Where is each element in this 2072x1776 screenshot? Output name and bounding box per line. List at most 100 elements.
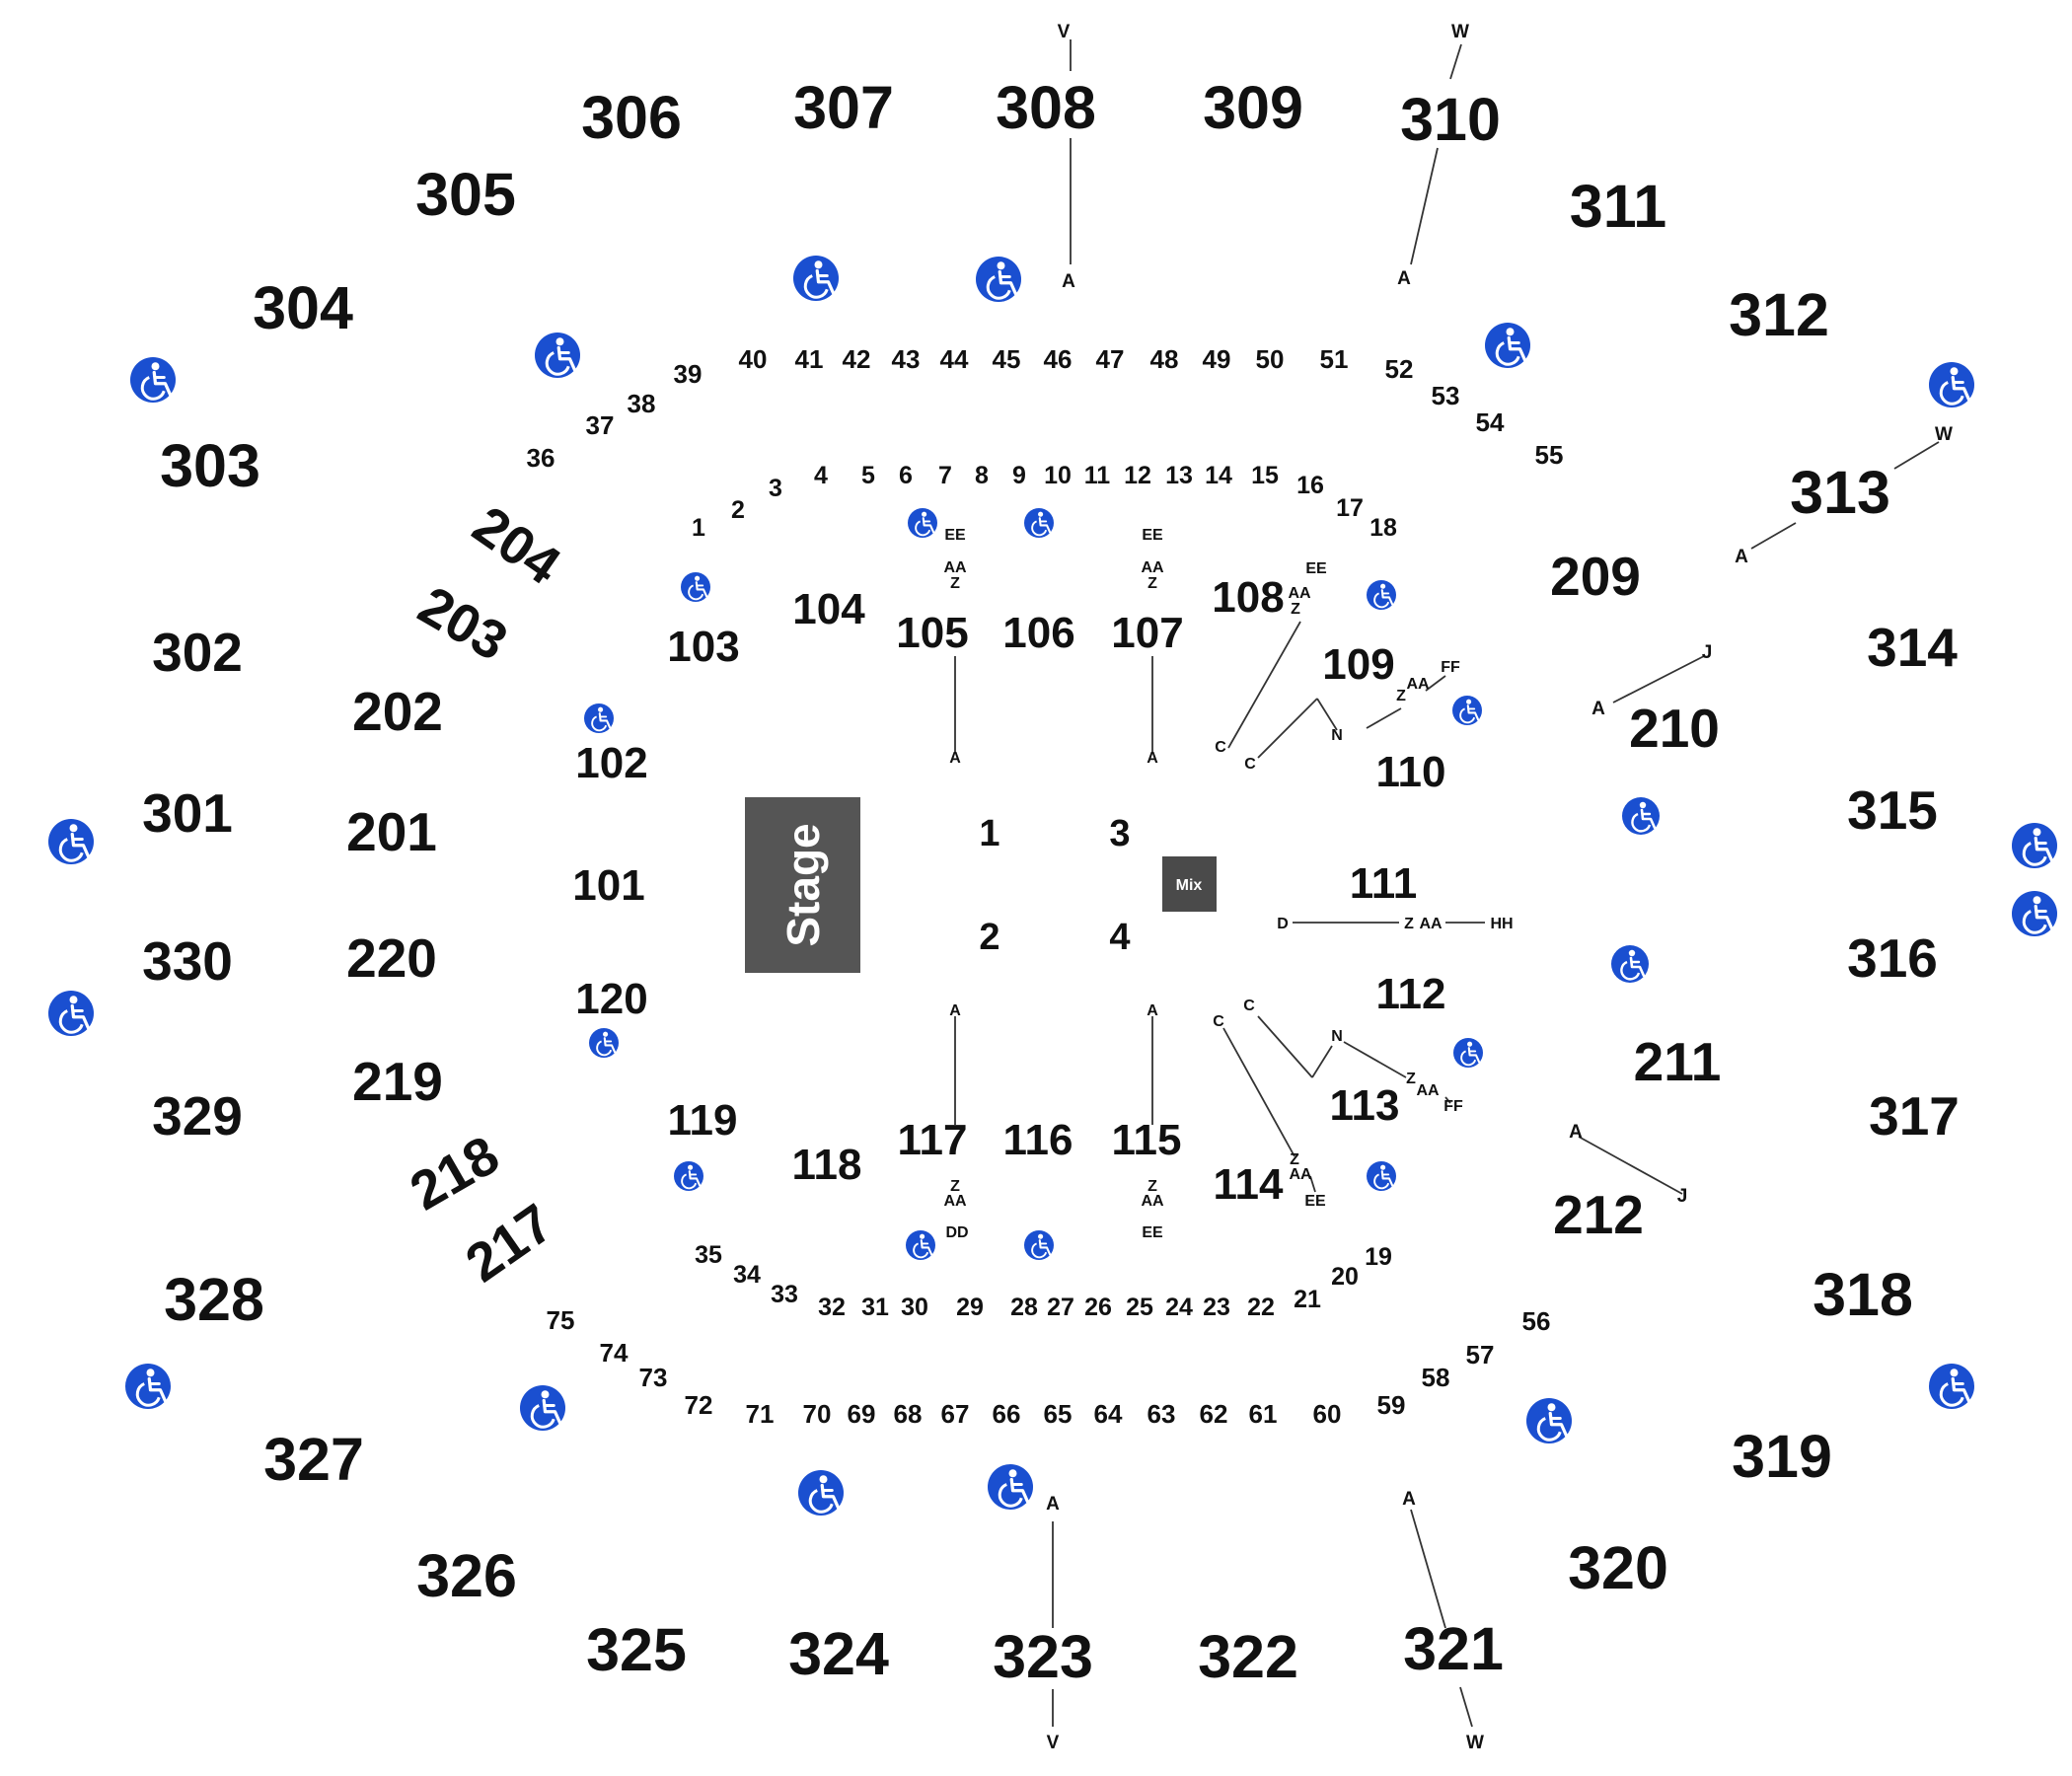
section-319[interactable]: 319 — [1732, 1423, 1832, 1490]
section-204[interactable]: 204 — [463, 494, 572, 597]
wheelchair-icon — [988, 1464, 1033, 1510]
section-317[interactable]: 317 — [1869, 1085, 1960, 1147]
wheelchair-icon — [48, 819, 94, 864]
section-320[interactable]: 320 — [1568, 1534, 1668, 1601]
section-311[interactable]: 311 — [1570, 173, 1666, 240]
row-label: J — [1677, 1186, 1688, 1207]
section-117[interactable]: 117 — [898, 1116, 968, 1164]
section-325[interactable]: 325 — [586, 1616, 687, 1683]
section-306[interactable]: 306 — [581, 84, 682, 151]
section-107[interactable]: 107 — [1111, 609, 1183, 657]
section-322[interactable]: 322 — [1198, 1623, 1298, 1690]
section-203[interactable]: 203 — [408, 574, 517, 673]
section-302[interactable]: 302 — [152, 622, 243, 683]
section-114[interactable]: 114 — [1214, 1160, 1285, 1209]
ring-number: 35 — [695, 1241, 722, 1269]
section-307[interactable]: 307 — [793, 74, 894, 141]
section-220[interactable]: 220 — [346, 927, 437, 989]
ring-number: 26 — [1084, 1294, 1112, 1321]
section-104[interactable]: 104 — [792, 585, 865, 633]
section-111[interactable]: 111 — [1350, 859, 1418, 908]
section-321[interactable]: 321 — [1403, 1615, 1504, 1682]
floor-section[interactable]: 1 — [979, 813, 999, 854]
section-330[interactable]: 330 — [142, 930, 233, 992]
row-label: A — [1147, 750, 1158, 767]
wheelchair-icon — [48, 991, 94, 1036]
section-113[interactable]: 113 — [1330, 1081, 1400, 1130]
wheelchair-icon — [520, 1385, 565, 1431]
section-310[interactable]: 310 — [1400, 86, 1501, 153]
wheelchair-icon — [908, 508, 937, 538]
section-209[interactable]: 209 — [1550, 546, 1641, 607]
row-label: EE — [944, 527, 966, 544]
section-218[interactable]: 218 — [400, 1124, 508, 1222]
section-101[interactable]: 101 — [572, 861, 644, 910]
ring-number: 37 — [586, 410, 615, 440]
ring-number: 58 — [1422, 1363, 1450, 1392]
floor-section[interactable]: 2 — [979, 917, 999, 958]
section-326[interactable]: 326 — [416, 1542, 517, 1609]
section-202[interactable]: 202 — [352, 681, 443, 742]
ring-number: 47 — [1096, 344, 1125, 374]
ring-number: 36 — [527, 443, 555, 473]
row-label: A — [1062, 271, 1075, 292]
section-327[interactable]: 327 — [263, 1426, 364, 1493]
section-324[interactable]: 324 — [788, 1620, 889, 1687]
ring-number: 13 — [1165, 462, 1193, 489]
section-312[interactable]: 312 — [1729, 281, 1829, 348]
ring-number: 63 — [1147, 1399, 1176, 1429]
section-115[interactable]: 115 — [1112, 1116, 1182, 1164]
section-212[interactable]: 212 — [1553, 1184, 1644, 1245]
ring-number: 18 — [1369, 514, 1397, 542]
row-label: A — [1569, 1122, 1583, 1143]
section-210[interactable]: 210 — [1629, 698, 1720, 759]
row-label: AA — [1141, 559, 1164, 576]
section-309[interactable]: 309 — [1203, 74, 1303, 141]
section-315[interactable]: 315 — [1847, 779, 1938, 841]
section-318[interactable]: 318 — [1813, 1261, 1913, 1328]
row-label: AA — [1416, 1082, 1440, 1099]
section-110[interactable]: 110 — [1376, 748, 1446, 796]
section-118[interactable]: 118 — [792, 1141, 862, 1189]
stage — [745, 797, 860, 973]
section-120[interactable]: 120 — [575, 975, 647, 1023]
floor-section[interactable]: 4 — [1109, 917, 1130, 958]
section-201[interactable]: 201 — [346, 801, 437, 862]
section-314[interactable]: 314 — [1867, 617, 1958, 678]
section-112[interactable]: 112 — [1376, 970, 1446, 1018]
ring-number: 28 — [1010, 1294, 1038, 1321]
section-217[interactable]: 217 — [455, 1192, 564, 1294]
section-109[interactable]: 109 — [1322, 640, 1394, 689]
section-328[interactable]: 328 — [164, 1266, 264, 1333]
row-label: W — [1466, 1733, 1484, 1753]
ring-number: 24 — [1165, 1294, 1193, 1321]
section-103[interactable]: 103 — [667, 623, 739, 671]
section-102[interactable]: 102 — [575, 739, 647, 787]
ring-number: 12 — [1124, 462, 1151, 489]
section-308[interactable]: 308 — [996, 74, 1096, 141]
ring-number: 49 — [1203, 344, 1231, 374]
section-313[interactable]: 313 — [1790, 459, 1890, 526]
section-106[interactable]: 106 — [1002, 609, 1074, 657]
row-label: D — [1277, 916, 1289, 932]
row-label: Z — [1404, 916, 1414, 932]
ring-number: 21 — [1294, 1286, 1321, 1313]
section-301[interactable]: 301 — [142, 782, 233, 844]
wheelchair-icon — [906, 1230, 935, 1260]
ring-number: 23 — [1203, 1294, 1230, 1321]
section-329[interactable]: 329 — [152, 1085, 243, 1147]
section-303[interactable]: 303 — [160, 432, 260, 499]
floor-section[interactable]: 3 — [1109, 813, 1130, 854]
section-305[interactable]: 305 — [415, 161, 516, 228]
section-323[interactable]: 323 — [993, 1623, 1093, 1690]
section-105[interactable]: 105 — [896, 609, 968, 657]
section-304[interactable]: 304 — [253, 274, 353, 341]
section-119[interactable]: 119 — [668, 1096, 738, 1145]
section-108[interactable]: 108 — [1212, 573, 1284, 622]
section-116[interactable]: 116 — [1003, 1116, 1073, 1164]
section-316[interactable]: 316 — [1847, 927, 1938, 989]
section-211[interactable]: 211 — [1634, 1031, 1722, 1092]
section-219[interactable]: 219 — [352, 1051, 443, 1112]
ring-number: 75 — [547, 1305, 575, 1335]
